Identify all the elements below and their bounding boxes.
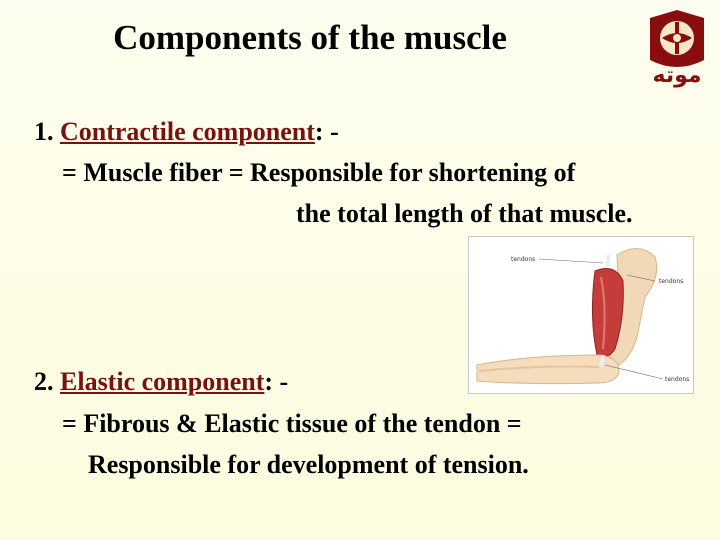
arm-muscle-figure: tendons tendons tendons: [468, 236, 694, 394]
item2-heading-line: 2. Elastic component: -: [34, 366, 288, 398]
item1-suffix: : -: [314, 117, 339, 146]
item2-line2: = Fibrous & Elastic tissue of the tendon…: [62, 409, 522, 438]
item1-line2: = Muscle fiber = Responsible for shorten…: [62, 158, 576, 187]
logo-text: ﻣﻮﺗﻪ: [652, 63, 702, 88]
arm-muscle-illustration: tendons tendons tendons: [476, 248, 689, 385]
item2-heading: Elastic component: [60, 367, 265, 396]
slide-title: Components of the muscle: [113, 18, 507, 57]
label-tendons-mid: tendons: [659, 278, 683, 285]
label-tendons-top: tendons: [511, 256, 535, 263]
university-logo-icon: [650, 10, 704, 67]
item1-heading: Contractile component: [60, 117, 315, 146]
item1-line3: the total length of that muscle.: [296, 199, 633, 228]
item2-suffix: : -: [264, 367, 289, 396]
item2-number: 2.: [34, 367, 60, 396]
label-tendons-bottom: tendons: [665, 376, 689, 383]
item1-heading-line: 1. Contractile component: -: [34, 116, 339, 148]
item1-number: 1.: [34, 117, 60, 146]
item2-line3: Responsible for development of tension.: [88, 450, 529, 479]
